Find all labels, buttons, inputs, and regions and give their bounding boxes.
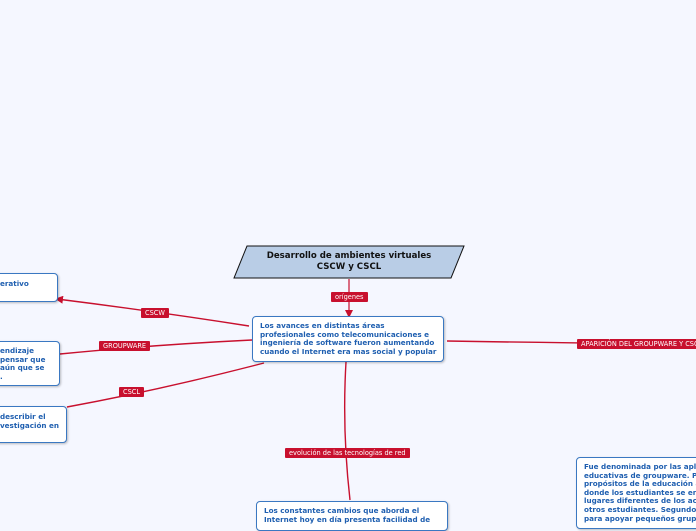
bottom-text-line: Los constantes cambios que aborda el	[264, 506, 420, 515]
root-topic-shape	[233, 245, 465, 279]
label-cscw[interactable]: CSCW	[141, 308, 169, 318]
right-bottom-text-line: propósitos de la educación a	[584, 479, 696, 489]
left-bottom-text-line: describir el	[0, 412, 46, 421]
left-middle-text-line: endizaje	[0, 346, 34, 355]
bottom-text-line: Internet hoy en día presenta facilidad d…	[264, 514, 431, 524]
right-bottom-text-line: otros estudiantes. Segundo,	[584, 504, 696, 514]
connector-layer	[55, 245, 696, 501]
root-title-line1: Desarrollo de ambientes virtuales	[266, 251, 432, 261]
root-title-line2: CSCW y CSCL	[316, 262, 382, 272]
right-bottom-text-line: para apoyar pequeños grup	[584, 513, 696, 523]
left-bottom-node[interactable]: describir el vestigación en	[0, 406, 67, 443]
label-cscl[interactable]: CSCL	[119, 387, 145, 397]
central-topic-node[interactable]: Los avances en distintas áreas profesion…	[252, 316, 444, 362]
left-middle-text-line: pensar que	[0, 354, 46, 364]
right-bottom-text-line: Fue denominada por las apli	[584, 462, 696, 471]
right-bottom-text-line: lugares diferentes de los aca	[584, 496, 696, 506]
left-top-text-line: erativo	[0, 279, 29, 288]
central-text-line: profesionales como telecomunicaciones e	[260, 329, 429, 339]
connector-groupware	[59, 339, 253, 355]
central-text-line: Los avances en distintas áreas	[260, 321, 385, 330]
central-text-line: cuando el Internet era mas social y popu…	[260, 346, 437, 356]
central-text-line: ingeniería de software fueron aumentando	[260, 338, 435, 348]
connector-evolucion	[343, 361, 351, 501]
right-bottom-text-line: donde los estudiantes se enc	[584, 487, 696, 497]
connector-cscl	[66, 362, 265, 408]
bottom-node[interactable]: Los constantes cambios que aborda el Int…	[256, 501, 448, 531]
root-topic[interactable]: Desarrollo de ambientes virtuales CSCW y…	[240, 247, 458, 277]
left-middle-text-line: aún que se	[0, 363, 45, 373]
left-middle-text-line: .	[0, 371, 3, 381]
left-bottom-text-line: vestigación en	[0, 420, 60, 430]
right-bottom-text-line: educativas de groupware. Pr	[584, 470, 696, 480]
label-groupware[interactable]: GROUPWARE	[99, 341, 151, 351]
left-top-node[interactable]: erativo	[0, 273, 58, 302]
right-bottom-node[interactable]: Fue denominada por las apli educativas d…	[576, 457, 696, 529]
label-origenes[interactable]: orígenes	[331, 292, 368, 302]
label-evolucion-tecnologias-red[interactable]: evolución de las tecnologías de red	[285, 448, 410, 458]
label-aparicion-groupware-cscl[interactable]: APARICIÓN DEL GROUPWARE Y CSCL	[577, 339, 696, 349]
left-middle-node[interactable]: endizaje pensar que aún que se .	[0, 341, 60, 386]
